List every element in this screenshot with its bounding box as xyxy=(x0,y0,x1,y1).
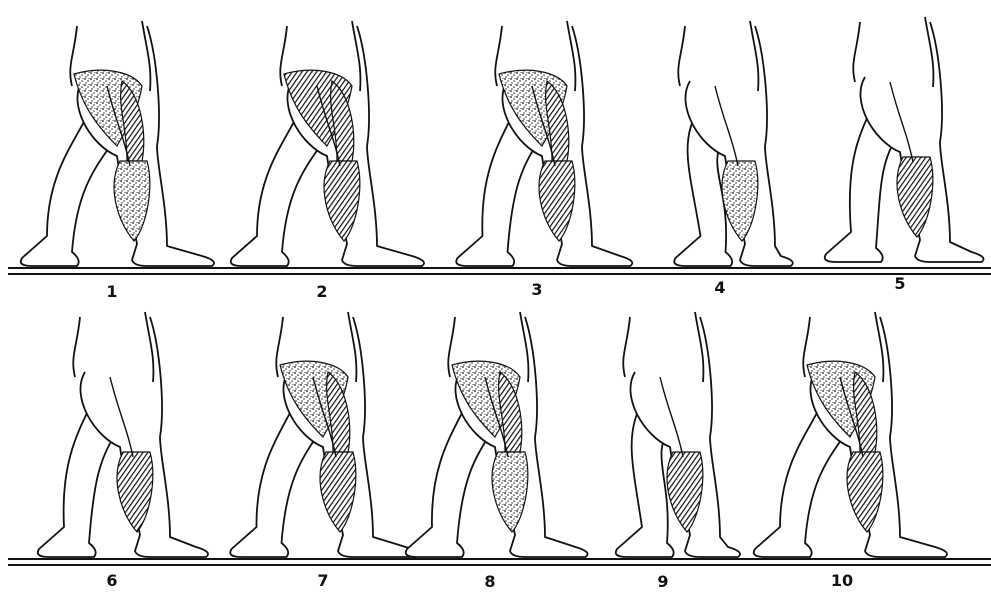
figure-label-6: 6 xyxy=(106,573,117,589)
figure-label-4: 4 xyxy=(714,280,725,296)
figure-label-5: 5 xyxy=(894,276,905,292)
torso-back-outline-5 xyxy=(853,22,860,82)
walking-legs-panel-8 xyxy=(406,312,588,557)
walking-legs-panel-9 xyxy=(616,312,740,557)
walking-legs-panel-3 xyxy=(456,21,632,266)
figure-label-1: 1 xyxy=(106,284,117,300)
figure-label-7: 7 xyxy=(317,573,328,589)
figure-label-9: 9 xyxy=(657,574,668,590)
walking-legs-panel-6 xyxy=(38,312,208,557)
torso-back-outline-9 xyxy=(623,317,630,377)
figure-label-3: 3 xyxy=(531,282,542,298)
walking-legs-panel-4 xyxy=(674,21,793,266)
walking-legs-panel-5 xyxy=(825,17,984,262)
ground-line-top-row xyxy=(8,268,991,274)
walking-legs-panel-7 xyxy=(230,312,418,557)
ground-line-bottom-row xyxy=(8,559,991,565)
figure-label-2: 2 xyxy=(316,284,327,300)
walking-legs-panel-2 xyxy=(231,21,424,266)
torso-back-outline-6 xyxy=(73,317,80,377)
walking-legs-panel-10 xyxy=(754,312,947,557)
figure-label-10: 10 xyxy=(831,573,853,589)
figure-label-8: 8 xyxy=(484,574,495,590)
torso-back-outline-4 xyxy=(678,26,685,86)
walking-legs-panel-1 xyxy=(21,21,214,266)
